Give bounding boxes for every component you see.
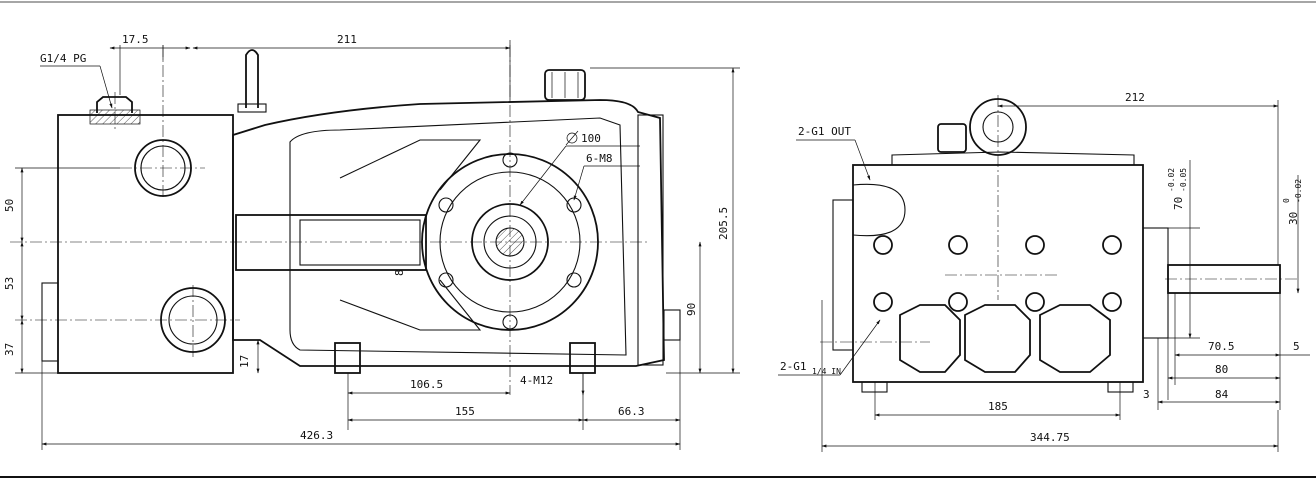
pump-body (232, 99, 665, 367)
dim-106-5: 106.5 (410, 378, 443, 391)
side-view: 17.5 211 G1/4 PG 205.5 50 53 37 17 90 8 (3, 33, 740, 450)
end-breather (937, 123, 967, 153)
callout-inlet: 2-G1 (780, 360, 807, 373)
end-cover (637, 114, 664, 366)
callout-feet-holes: 4-M12 (520, 374, 553, 387)
valve-caps (899, 304, 1111, 373)
end-top-caps (891, 151, 1135, 165)
outlet-port (852, 183, 906, 237)
callout-inlet-port: G1/4 PG (40, 52, 86, 65)
shaft (235, 214, 427, 271)
end-shaft (1167, 264, 1281, 294)
manifold-block (57, 114, 234, 374)
callout-outlet: 2-G1 OUT (798, 125, 851, 138)
diameter-symbol (566, 132, 578, 144)
end-left-plate (832, 199, 854, 351)
dim-left-37: 37 (3, 343, 16, 356)
drain-plug (663, 309, 681, 341)
pump-body-inner (289, 117, 627, 356)
callout-bolt-holes: 6-M8 (586, 152, 613, 165)
callout-key-width: 8 (393, 269, 406, 276)
dim-top-length: 211 (337, 33, 357, 46)
rib-structure (339, 139, 482, 331)
dipstick (245, 49, 259, 108)
dim-height: 205.5 (717, 207, 730, 240)
dim-344-75: 344.75 (1030, 431, 1070, 444)
tol-30-hi: 0 (1282, 198, 1291, 203)
manifold-side-plate (41, 282, 59, 362)
inlet-fitting (96, 96, 133, 113)
dim-80: 80 (1215, 363, 1228, 376)
dim-426-3: 426.3 (300, 429, 333, 442)
dim-155: 155 (455, 405, 475, 418)
end-view: 212 2-G1 OUT 2-G1 1/4 IN 70 -0.02 -0.05 … (778, 91, 1310, 452)
dim-84: 84 (1215, 388, 1229, 401)
dim-left-53: 53 (3, 277, 16, 290)
dim-right-90: 90 (685, 303, 698, 316)
dim-left-50: 50 (3, 199, 16, 212)
dim-width-212: 212 (1125, 91, 1145, 104)
dim-70-5: 70.5 (1208, 340, 1235, 353)
callout-inlet-suffix: 1/4 IN (812, 367, 841, 376)
end-shaft-flange (1142, 227, 1169, 339)
dim-66-3: 66.3 (618, 405, 645, 418)
callout-diam-30: 30 (1287, 212, 1300, 225)
dim-top-offset: 17.5 (122, 33, 149, 46)
tol-70-lo: -0.05 (1179, 168, 1188, 192)
end-bolt-holes (873, 235, 1122, 312)
callout-diam-70: 70 (1172, 197, 1185, 210)
breather-cap (544, 69, 586, 101)
dim-185: 185 (988, 400, 1008, 413)
dim-foot-17: 17 (238, 355, 251, 368)
dipstick-base (237, 103, 267, 113)
callout-shaft-diameter: 100 (581, 132, 601, 145)
tol-70-hi: -0.02 (1167, 168, 1176, 192)
end-feet (861, 381, 1134, 393)
dim-3: 3 (1143, 388, 1150, 401)
dim-5: 5 (1293, 340, 1300, 353)
shaft-inner (299, 219, 421, 266)
mounting-feet (334, 342, 596, 374)
tol-30-lo: -0.02 (1294, 179, 1303, 203)
